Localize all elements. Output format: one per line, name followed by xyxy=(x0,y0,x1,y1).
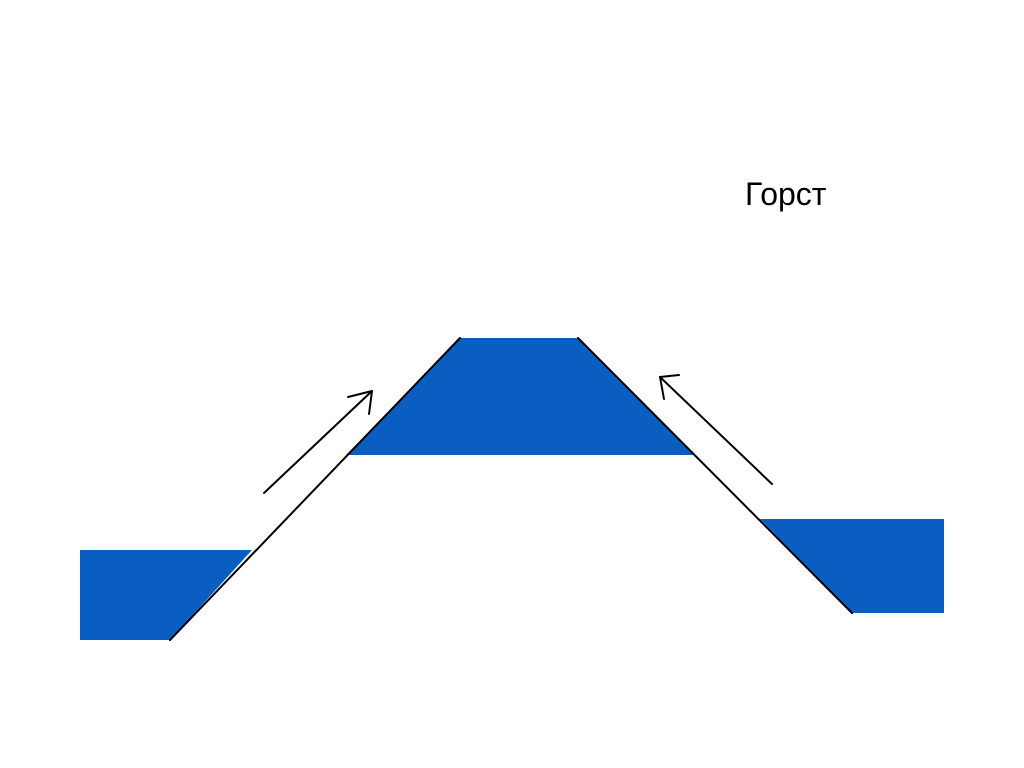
right-fault-line xyxy=(577,337,853,614)
right-up-arrow-icon xyxy=(659,374,773,485)
left-up-arrow-icon xyxy=(263,390,373,494)
central-horst-layer xyxy=(346,338,694,455)
diagram-title: Горст xyxy=(745,176,827,212)
left-fault-line xyxy=(169,337,461,641)
left-rock-layer xyxy=(80,550,252,640)
right-rock-layer xyxy=(760,519,944,613)
